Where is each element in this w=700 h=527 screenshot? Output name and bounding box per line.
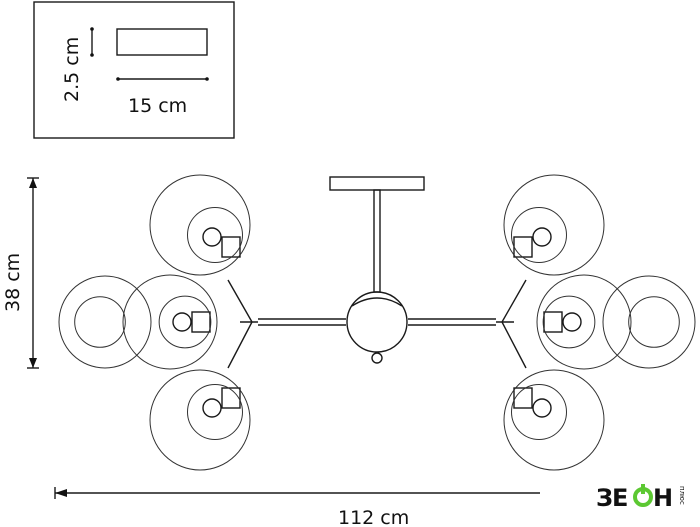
height-label: 38 cm bbox=[2, 253, 24, 312]
globe-inner-opening bbox=[542, 295, 596, 349]
mount-rod bbox=[373, 189, 381, 293]
globe-inner-opening bbox=[158, 295, 212, 349]
arm-branch bbox=[227, 279, 258, 369]
inset-height-label: 2.5 cm bbox=[61, 37, 83, 102]
globe-inner-opening bbox=[187, 207, 243, 263]
base-plate-shape bbox=[116, 28, 208, 56]
center-hub bbox=[346, 291, 408, 353]
bulb-socket bbox=[221, 236, 241, 258]
globe-inner-opening bbox=[511, 207, 567, 263]
glass-globe bbox=[602, 275, 696, 369]
bulb bbox=[202, 227, 222, 247]
bulb-socket bbox=[191, 311, 211, 333]
bulb bbox=[202, 398, 222, 418]
base-plate-inset: 2.5 cm 15 cm bbox=[33, 1, 235, 139]
globe-inner-opening bbox=[187, 384, 243, 440]
height-dimension: 38 cm bbox=[2, 177, 39, 369]
bulb bbox=[172, 312, 192, 332]
logo-text: ЗЕ bbox=[596, 484, 627, 512]
bulb-socket bbox=[513, 236, 533, 258]
glass-globe bbox=[503, 369, 605, 471]
arm-branch bbox=[496, 279, 527, 369]
globe-inner-opening bbox=[74, 296, 126, 348]
bulb-socket bbox=[221, 387, 241, 409]
bulb-socket bbox=[513, 387, 533, 409]
width-dimension: 112 cm bbox=[54, 487, 540, 527]
glass-globe bbox=[58, 275, 152, 369]
inset-frame bbox=[33, 1, 235, 139]
ceiling-plate bbox=[329, 176, 425, 191]
bulb bbox=[532, 227, 552, 247]
svg-text:плюс: плюс bbox=[678, 486, 686, 505]
chandelier-drawing bbox=[58, 174, 696, 471]
inset-width-label: 15 cm bbox=[128, 95, 187, 117]
hub-finial bbox=[371, 352, 383, 364]
bulb bbox=[562, 312, 582, 332]
width-label: 112 cm bbox=[338, 507, 409, 527]
glass-globe bbox=[503, 174, 605, 276]
globe-inner-opening bbox=[511, 384, 567, 440]
glass-globe bbox=[536, 274, 632, 370]
brand-logo: ЗЕ Н плюс bbox=[596, 484, 686, 512]
glass-globe bbox=[122, 274, 218, 370]
svg-text:Н: Н bbox=[653, 484, 673, 512]
bulb-socket bbox=[543, 311, 563, 333]
globe-inner-opening bbox=[628, 296, 680, 348]
glass-globe bbox=[149, 174, 251, 276]
glass-globe bbox=[149, 369, 251, 471]
bulb bbox=[532, 398, 552, 418]
